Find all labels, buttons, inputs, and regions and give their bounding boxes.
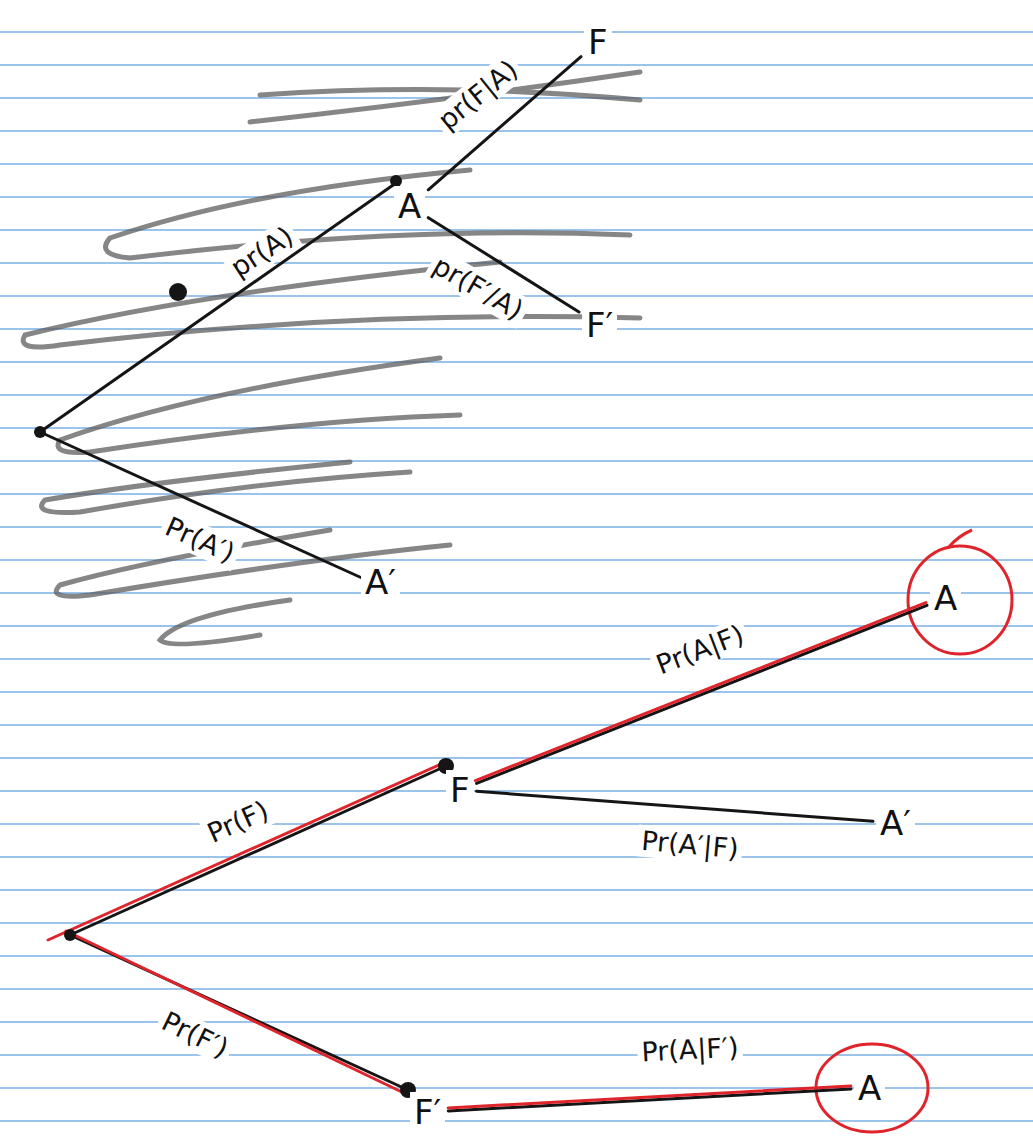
branch-line: [40, 432, 362, 578]
highlight-line: [48, 761, 448, 940]
junction-dots: [34, 175, 454, 1098]
scribble: [23, 72, 640, 644]
ink-blot: [169, 283, 187, 301]
branch-connector: [448, 1086, 851, 1111]
branch-probability: Pr(A′): [157, 509, 244, 571]
branch-probability: Pr(F′): [153, 1004, 237, 1067]
conditional-probability: pr(F′/A): [424, 248, 532, 329]
junction-dot: [64, 929, 76, 941]
highlight-line: [475, 603, 925, 781]
tree-node: F: [584, 22, 612, 62]
highlight-circle-tail: [948, 530, 972, 548]
tree-node: F′: [410, 1092, 445, 1132]
tree-node: A: [930, 578, 961, 618]
conditional-probability: Pr(A|F′): [637, 1031, 744, 1068]
branch-line: [40, 183, 396, 432]
red-circles: [816, 530, 1012, 1132]
node-letter: A: [858, 1068, 881, 1108]
tree-node: A: [394, 186, 425, 226]
highlight-circle: [908, 546, 1012, 654]
conditional-probability: Pr(A′|F): [636, 824, 744, 865]
tree-node: A′: [361, 562, 400, 602]
tree-node: F: [446, 770, 474, 810]
node-letter: A′: [880, 803, 911, 843]
branch-line: [477, 791, 873, 821]
conditional-probability: Pr(A|F): [648, 617, 752, 682]
tree-node: F′: [582, 305, 617, 345]
scribble-stroke: [106, 170, 631, 258]
node-letter: A: [398, 186, 421, 226]
tree-node: A′: [876, 803, 915, 843]
scribble-stroke: [42, 462, 410, 513]
branch-line: [70, 766, 446, 935]
highlight-line: [66, 931, 406, 1094]
junction-dot: [34, 426, 46, 438]
highlight-line: [448, 1086, 851, 1108]
scribble-stroke: [58, 358, 460, 453]
scribble-stroke: [23, 262, 640, 347]
highlight-path: [48, 761, 448, 1094]
root-branches: [40, 183, 446, 1090]
node-letter: F: [588, 22, 608, 62]
conditional-probability: pr(F|A): [429, 51, 527, 139]
branch-probability: pr(A): [222, 218, 303, 286]
tree-node: A: [854, 1068, 885, 1108]
node-letter: F′: [414, 1092, 441, 1132]
node-letter: F′: [586, 305, 613, 345]
branch-line: [477, 605, 927, 783]
node-letter: F: [450, 770, 470, 810]
branch-line: [448, 1089, 851, 1111]
branch-connector: [477, 791, 873, 821]
node-letter: A: [934, 578, 957, 618]
node-letter: A′: [365, 562, 396, 602]
scribble-stroke: [160, 600, 290, 644]
branch-connector: [475, 603, 927, 784]
branch-probability: Pr(F): [199, 793, 277, 851]
